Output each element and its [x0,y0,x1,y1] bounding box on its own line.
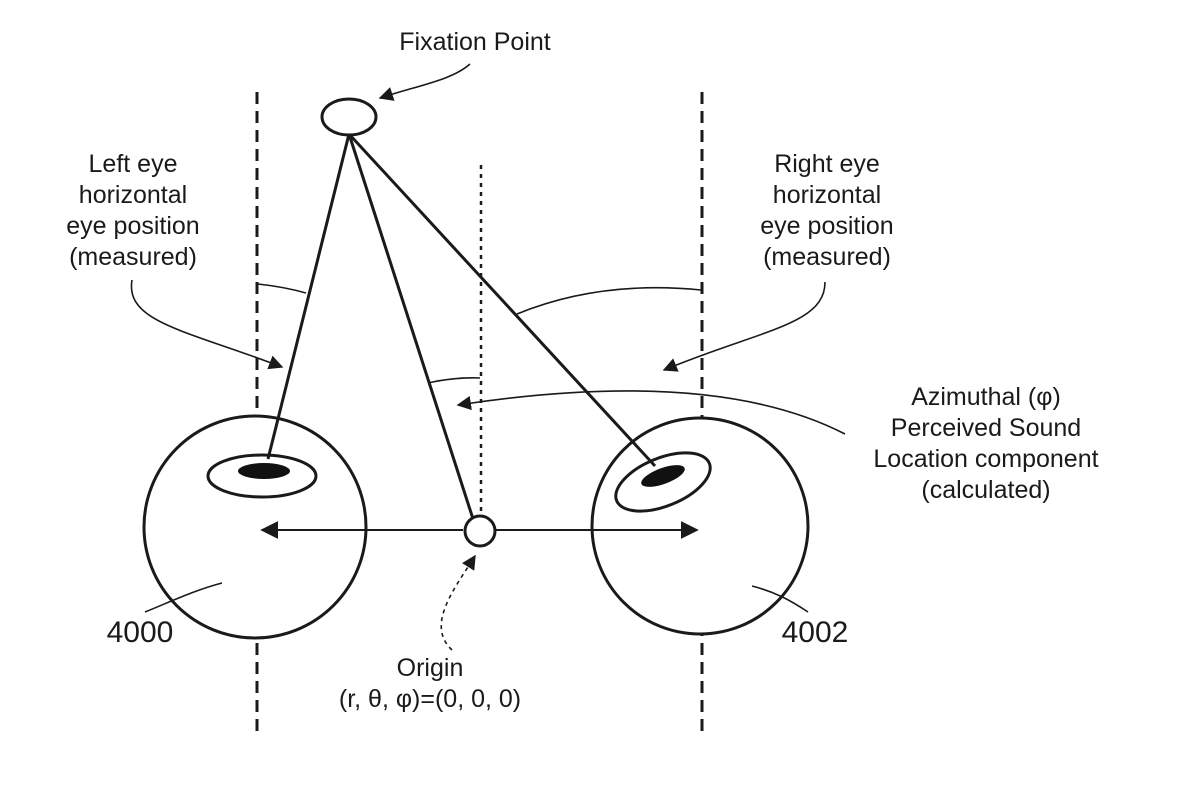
ref-4000-leader [144,582,223,613]
svg-text:Azimuthal (φ): Azimuthal (φ) [911,383,1061,411]
fixation-point-label: Fixation Point [399,28,551,56]
fixation-leader [378,63,471,101]
azimuth-leader [456,390,846,435]
svg-text:(r, θ, φ)=(0, 0, 0): (r, θ, φ)=(0, 0, 0) [339,685,521,713]
left-angle-arc [257,283,307,294]
origin-leader [440,554,476,651]
svg-text:Left eye: Left eye [89,150,178,178]
right-eye-ref-number: 4002 [782,616,849,649]
right-line-of-sight [347,132,657,468]
svg-text:eye position: eye position [66,212,199,240]
left-eye-label: Left eye horizontal eye position (measur… [66,150,199,271]
svg-text:eye position: eye position [760,212,893,240]
left-pupil [238,463,290,479]
svg-text:(measured): (measured) [69,243,197,271]
svg-text:Right eye: Right eye [774,150,880,178]
origin-circle [463,514,497,548]
svg-text:(calculated): (calculated) [921,476,1050,504]
svg-text:(measured): (measured) [763,243,891,271]
right-eye-label: Right eye horizontal eye position (measu… [760,150,893,271]
right-pupil [641,465,685,487]
left-eye [142,414,368,640]
origin-line-of-sight [347,133,476,523]
svg-text:Location component: Location component [873,445,1098,473]
left-eye-leader [130,279,284,370]
right-eye [590,416,810,636]
svg-text:horizontal: horizontal [773,181,881,209]
azimuth-angle-arc [427,377,481,384]
left-line-of-sight [266,133,351,460]
svg-text:Origin: Origin [397,654,464,682]
fixation-point-circle [320,97,378,137]
svg-text:horizontal: horizontal [79,181,187,209]
right-eye-leader [662,281,826,372]
ref-4002-leader [751,585,809,613]
azimuthal-label: Azimuthal (φ) Perceived Sound Location c… [873,383,1098,504]
right-angle-arc [516,286,702,315]
svg-text:Perceived Sound: Perceived Sound [891,414,1081,442]
origin-label: Origin (r, θ, φ)=(0, 0, 0) [339,654,521,713]
left-eye-ref-number: 4000 [107,616,174,649]
